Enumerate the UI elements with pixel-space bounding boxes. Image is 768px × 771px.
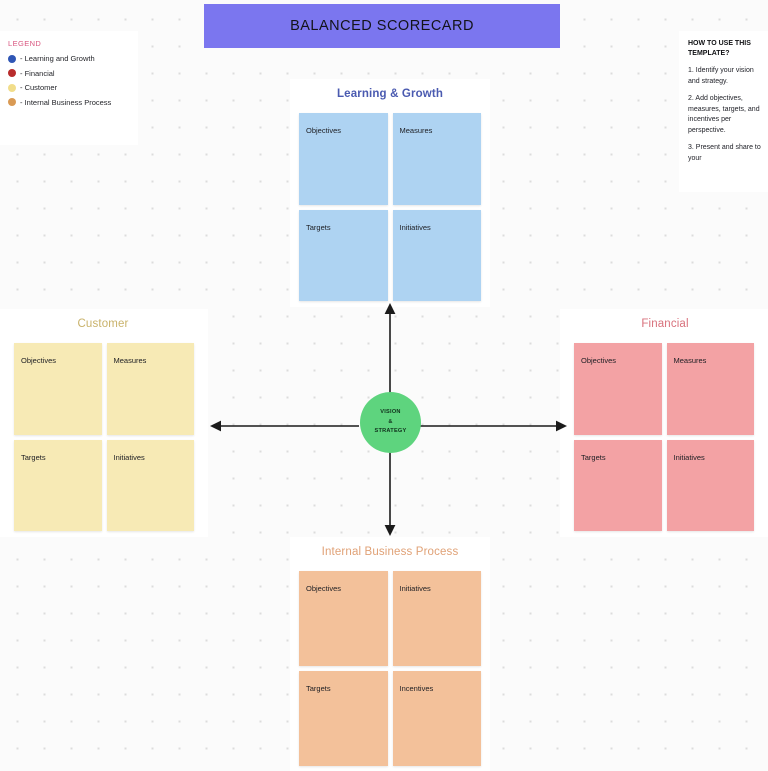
legend-color-swatch-icon: [8, 98, 16, 106]
card-label: Initiatives: [399, 222, 431, 232]
legend-item-label: - Customer: [20, 83, 58, 92]
card-targets[interactable]: Targets: [574, 439, 662, 531]
legend-color-swatch-icon: [8, 83, 16, 92]
legend-item-label: - Internal Business Process: [20, 97, 112, 107]
quadrant-card-grid: Objectives Measures Targets Initiatives: [290, 113, 490, 301]
arrow-down-icon: [384, 445, 396, 536]
legend-card: LEGEND - Learning and Growth - Financial…: [0, 31, 138, 145]
card-objectives[interactable]: Objectives: [299, 113, 388, 205]
card-targets[interactable]: Targets: [299, 671, 388, 766]
quadrant-title: Learning & Growth: [336, 88, 444, 100]
card-incentives[interactable]: Incentives: [392, 671, 481, 766]
card-objectives[interactable]: Objectives: [14, 343, 102, 435]
card-measures[interactable]: Measures: [666, 343, 754, 435]
card-label: Incentives: [399, 684, 434, 693]
quadrant-title: Financial: [641, 318, 689, 330]
hub-line-2: &: [388, 418, 393, 425]
quadrant-customer: Customer Objectives Measures Targets Ini…: [0, 309, 208, 537]
card-label: Initiatives: [399, 584, 431, 593]
how-to-use-template-card: HOW TO USE THIS TEMPLATE? 1. Identify yo…: [679, 31, 768, 192]
how-to-use-step: 2. Add objectives, measures, targets, an…: [688, 95, 760, 134]
legend-item-customer: - Customer: [8, 83, 138, 92]
legend-title: LEGEND: [8, 39, 42, 48]
card-label: Initiatives: [113, 452, 145, 462]
legend-item-internal-business-process: - Internal Business Process: [8, 98, 138, 107]
quadrant-card-grid: Objectives Initiatives Targets Incentive…: [290, 571, 490, 766]
card-label: Initiatives: [673, 452, 705, 462]
hub-line-3: STRATEGY: [374, 428, 407, 435]
quadrant-learning-and-growth: Learning & Growth Objectives Measures Ta…: [290, 79, 490, 307]
how-to-use-step: 1. Identify your vision and strategy.: [688, 67, 754, 85]
quadrant-title: Internal Business Process: [321, 546, 459, 558]
card-initiatives[interactable]: Initiatives: [392, 209, 481, 301]
title-banner: BALANCED SCORECARD: [204, 4, 560, 48]
card-label: Targets: [306, 222, 331, 232]
card-label: Measures: [399, 126, 433, 135]
how-to-use-heading: HOW TO USE THIS TEMPLATE?: [688, 40, 751, 58]
card-label: Objectives: [306, 584, 342, 593]
card-label: Objectives: [581, 356, 617, 365]
page-title: BALANCED SCORECARD: [290, 18, 474, 34]
vision-and-strategy-hub[interactable]: VISION & STRATEGY: [360, 392, 421, 453]
card-label: Targets: [306, 684, 331, 693]
card-measures[interactable]: Measures: [106, 343, 194, 435]
legend-item-learning-and-growth: - Learning and Growth: [8, 54, 138, 63]
quadrant-financial: Financial Objectives Measures Targets In…: [560, 309, 768, 537]
quadrant-title: Customer: [77, 318, 129, 330]
hub-line-1: VISION: [380, 408, 401, 415]
card-label: Objectives: [306, 126, 342, 135]
card-targets[interactable]: Targets: [14, 439, 102, 531]
card-label: Measures: [673, 356, 707, 365]
how-to-use-step: 3. Present and share to your: [688, 144, 761, 162]
card-label: Targets: [21, 452, 46, 462]
quadrant-internal-business-process: Internal Business Process Objectives Ini…: [290, 537, 490, 771]
card-objectives[interactable]: Objectives: [299, 571, 388, 666]
card-label: Measures: [113, 356, 147, 365]
legend-item-label: - Learning and Growth: [20, 54, 95, 63]
arrow-left-icon: [210, 420, 359, 432]
legend-color-swatch-icon: [8, 69, 16, 77]
card-label: Objectives: [21, 356, 57, 365]
card-label: Targets: [581, 452, 606, 462]
card-targets[interactable]: Targets: [299, 209, 388, 301]
arrow-right-icon: [418, 420, 567, 432]
arrow-up-icon: [384, 303, 396, 394]
quadrant-card-grid: Objectives Measures Targets Initiatives: [560, 343, 768, 531]
card-measures[interactable]: Measures: [392, 113, 481, 205]
card-initiatives[interactable]: Initiatives: [666, 439, 754, 531]
legend-item-financial: - Financial: [8, 69, 138, 78]
card-initiatives[interactable]: Initiatives: [106, 439, 194, 531]
legend-color-swatch-icon: [8, 54, 16, 63]
card-initiatives[interactable]: Initiatives: [392, 571, 481, 666]
quadrant-card-grid: Objectives Measures Targets Initiatives: [0, 343, 208, 531]
card-objectives[interactable]: Objectives: [574, 343, 662, 435]
legend-item-label: - Financial: [20, 68, 55, 78]
